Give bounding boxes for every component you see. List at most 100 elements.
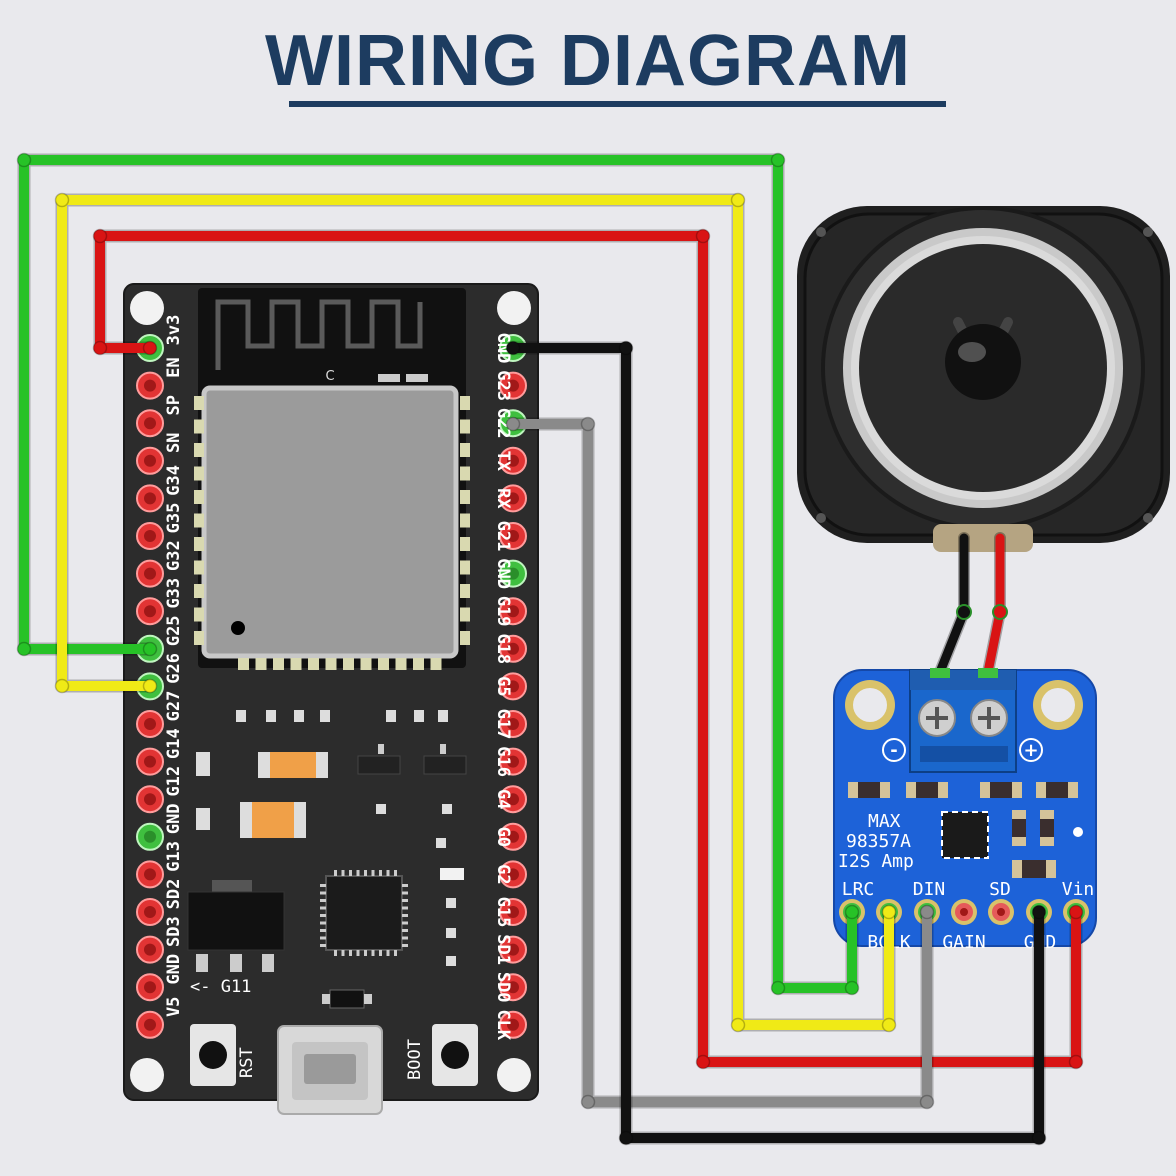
pin-label: SD2 [164, 879, 184, 910]
pin-label: G32 [164, 540, 184, 571]
pin-label: G14 [164, 728, 184, 759]
voltage-regulator [187, 891, 285, 951]
mount-hole [497, 291, 531, 325]
mount-hole [497, 1058, 531, 1092]
wire-g26-to-bclk [54, 192, 897, 1033]
header-pin[interactable] [136, 522, 164, 550]
wire-gnd-to-gnd [505, 340, 1047, 1146]
pin-label: G5 [493, 676, 513, 696]
pin-label: GND [164, 803, 184, 834]
amp-pin-label: LRC [842, 879, 875, 900]
header-pin[interactable] [499, 672, 527, 701]
header-pin[interactable] [499, 522, 527, 550]
header-pin[interactable] [136, 597, 164, 626]
header-pin[interactable] [499, 710, 527, 738]
header-pin[interactable] [499, 1010, 527, 1039]
pin-label: G16 [493, 746, 513, 777]
header-pin[interactable] [136, 484, 164, 513]
plus-sign: + [1023, 740, 1038, 761]
header-pin[interactable] [499, 597, 527, 626]
header-pin[interactable] [499, 898, 527, 926]
header-pin[interactable] [499, 973, 527, 1002]
speaker-lead-positive [982, 532, 1008, 678]
left-header-pins: 3v3ENSPSNG34G35G32G33G25G26G27G14G12GNDG… [136, 315, 184, 1039]
header-pin[interactable] [136, 785, 164, 814]
right-header-pins: GNDG23G22TXRXG21GNDG19G18G5G17G16G4G0G2G… [493, 333, 527, 1041]
header-pin[interactable] [136, 371, 164, 400]
header-pin[interactable] [499, 822, 527, 851]
antenna-trace [215, 299, 423, 370]
pin-label: G0 [493, 827, 513, 847]
pin-label: 3v3 [164, 315, 184, 346]
pin-label: G33 [164, 578, 184, 609]
pin-label: G13 [164, 841, 184, 872]
module-pads [194, 396, 470, 670]
header-pin[interactable] [499, 785, 527, 814]
pin-label: G23 [493, 370, 513, 401]
header-pin[interactable] [136, 747, 164, 776]
pin-label: G17 [493, 709, 513, 740]
usb-uart-chip [325, 875, 403, 951]
pin-label: V5 [164, 997, 184, 1017]
header-pin[interactable] [136, 710, 164, 738]
minus-sign: - [890, 740, 897, 761]
pin-label: GND [493, 558, 513, 589]
pin-label: G27 [164, 691, 184, 722]
pin-label: GND [164, 954, 184, 985]
pin-label: G25 [164, 615, 184, 646]
esp32-board: C [123, 283, 539, 1115]
header-pin[interactable] [136, 973, 164, 1002]
header-pin[interactable] [136, 822, 164, 851]
pin-label: G19 [493, 596, 513, 627]
header-pin[interactable] [136, 1010, 164, 1039]
page-title: WIRING DIAGRAM [265, 21, 911, 101]
amp-pin[interactable] [988, 899, 1014, 925]
amp-pin-label: GAIN [942, 932, 985, 953]
pin-label: G35 [164, 503, 184, 534]
header-pin[interactable] [499, 446, 527, 475]
header-pin[interactable] [499, 747, 527, 776]
pin-label: SD3 [164, 916, 184, 947]
speaker [797, 206, 1170, 552]
pin-label: G2 [493, 864, 513, 884]
header-pin[interactable] [136, 446, 164, 475]
pin-label: G18 [493, 633, 513, 664]
speaker-terminal-block [933, 524, 1033, 552]
wire-g22-to-din [505, 416, 935, 1110]
header-pin[interactable] [499, 484, 527, 513]
header-pin[interactable] [499, 559, 527, 588]
wire-3v3-to-vin [92, 228, 1084, 1070]
speaker-lead-negative [934, 532, 972, 678]
header-pin[interactable] [499, 860, 527, 889]
header-pin[interactable] [499, 935, 527, 964]
pin-label: SD0 [493, 972, 513, 1003]
header-pin[interactable] [499, 634, 527, 663]
module-shield [201, 385, 459, 659]
pin-label: G26 [164, 653, 184, 684]
header-pin[interactable] [136, 409, 164, 438]
header-pin[interactable] [499, 371, 527, 400]
speaker-screw [816, 227, 826, 237]
pin-label: G12 [164, 766, 184, 797]
amp-pin-label: DIN [913, 879, 946, 900]
pin-label: CLK [493, 1009, 513, 1040]
pin-label: SP [164, 395, 184, 415]
pin-label: G21 [493, 521, 513, 552]
header-pin[interactable] [136, 935, 164, 964]
header-pin[interactable] [136, 860, 164, 889]
boot-label: BOOT [405, 1039, 425, 1080]
pin-label: G4 [493, 789, 513, 809]
header-pin[interactable] [136, 898, 164, 926]
amp-pin-label: SD [989, 879, 1011, 900]
amp-label-line3: I2S Amp [838, 851, 914, 872]
amp-pin[interactable] [951, 899, 977, 925]
speaker-dust-cap [945, 324, 1021, 400]
pin-label: SD1 [493, 934, 513, 965]
pin-label: G34 [164, 465, 184, 496]
pin-label: EN [164, 357, 184, 377]
pin-label: G15 [493, 897, 513, 928]
mount-hole [130, 291, 164, 325]
amp-components [848, 782, 1083, 878]
header-pin[interactable] [136, 559, 164, 588]
